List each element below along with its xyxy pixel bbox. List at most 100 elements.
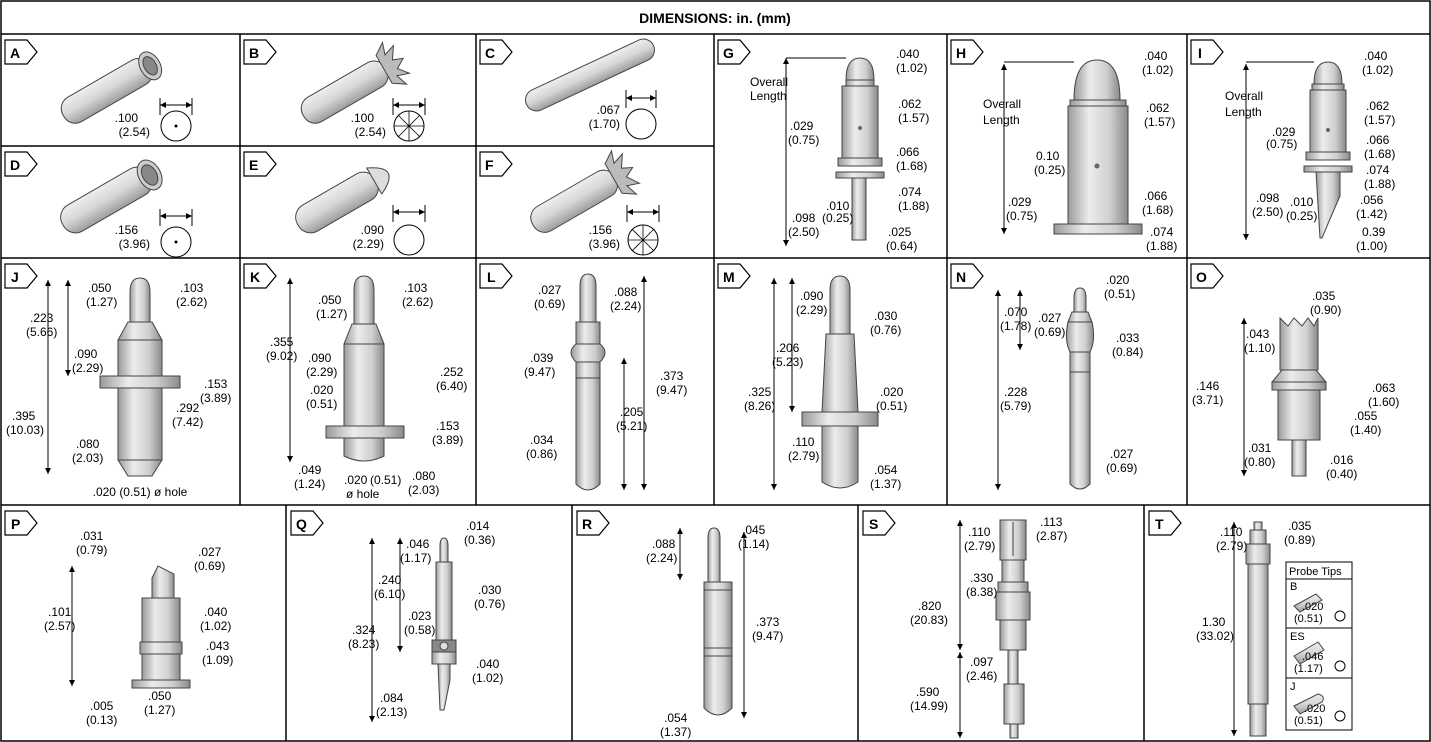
- dim-k-j1: .080: [412, 469, 436, 483]
- dim-i-f2: (2.50): [1252, 205, 1283, 219]
- dim-o-f2: (0.80): [1244, 455, 1275, 469]
- panel-e-tag: [243, 151, 277, 177]
- dim-m-g2: (1.37): [870, 477, 901, 491]
- dim-t-c1: 1.30: [1202, 615, 1226, 629]
- dim-s-b2: (2.87): [1036, 529, 1067, 543]
- dim-r-b1: .045: [742, 523, 766, 537]
- dim-o-d1: .063: [1372, 381, 1396, 395]
- dim-l-f2: (0.86): [526, 447, 557, 461]
- dim-h-f1: .074: [1150, 225, 1174, 239]
- dim-g-c2: (0.75): [788, 133, 819, 147]
- dim-j-h1: .080: [76, 437, 100, 451]
- dim-h-b2: (1.57): [1144, 115, 1175, 129]
- panel-c-tag: [479, 39, 513, 65]
- tip-c-drawing: [525, 38, 655, 112]
- dim-t-b1: .035: [1288, 519, 1312, 533]
- dim-g-overall-1: Overall: [750, 75, 788, 89]
- dim-m-b1: .030: [874, 309, 898, 323]
- probe-h-drawing: [1053, 59, 1143, 235]
- dim-q-d1: .030: [478, 583, 502, 597]
- dim-s-c1: .330: [970, 571, 994, 585]
- dim-g-a2: (1.02): [896, 61, 927, 75]
- dim-r-b2: (1.14): [738, 537, 769, 551]
- dim-h-overall-2: Length: [983, 113, 1020, 127]
- panel-d-tag: [4, 151, 38, 177]
- probe-k-drawing: [325, 275, 405, 462]
- dim-e-in: .090: [361, 223, 385, 237]
- panel-s: S .110 (2.79) .113 (2.87) .330 (8.38) .8…: [862, 510, 1067, 739]
- dim-o-g2: (0.40): [1326, 467, 1357, 481]
- dim-j-g2: (7.42): [172, 415, 203, 429]
- dim-i-i2: (1.00): [1356, 239, 1387, 253]
- dim-d-in: .156: [115, 223, 139, 237]
- panel-d: D .156 (3.96): [4, 151, 193, 258]
- dim-o-c2: (3.71): [1192, 393, 1223, 407]
- dim-i-e1: .074: [1366, 163, 1390, 177]
- dim-i-b2: (1.57): [1364, 113, 1395, 127]
- dim-r-d1: .054: [664, 711, 688, 725]
- dim-n-d1: .033: [1116, 331, 1140, 345]
- panel-j: J .050 (1.27) .103 (2.62) .223 (5.66) .0…: [4, 263, 231, 499]
- dim-i-g2: (0.25): [1286, 209, 1317, 223]
- tip-b-drawing: [300, 41, 412, 124]
- dim-j-e2: (3.89): [200, 391, 231, 405]
- panel-q: Q .014 (0.36) .046 (1.17) .240 (6.10) .0…: [290, 510, 505, 722]
- dim-k-f1: .020: [310, 383, 334, 397]
- panel-n-tag: [950, 263, 984, 289]
- dim-l-c2: (9.47): [524, 365, 555, 379]
- dim-o-g1: .016: [1330, 453, 1354, 467]
- dim-q-h1: .084: [380, 691, 404, 705]
- dim-j-f2: (10.03): [6, 423, 44, 437]
- dim-g-h2: (0.64): [886, 239, 917, 253]
- dim-n-a2: (0.51): [1104, 287, 1135, 301]
- dim-n-a1: .020: [1106, 273, 1130, 287]
- dim-o-a2: (0.90): [1310, 303, 1341, 317]
- dim-h-a1: .040: [1144, 49, 1168, 63]
- dim-m-e1: .020: [880, 385, 904, 399]
- panel-p-label: P: [11, 516, 20, 532]
- dim-g-b1: .062: [898, 97, 922, 111]
- dim-t-b2: (0.89): [1284, 533, 1315, 547]
- dim-k-h1: .049: [298, 463, 322, 477]
- dim-l-c1: .039: [530, 351, 554, 365]
- tip-b-name: B: [1290, 581, 1297, 593]
- panel-e-label: E: [249, 157, 258, 173]
- dim-h-d1: .029: [1008, 195, 1032, 209]
- dim-i-d1: .066: [1366, 133, 1390, 147]
- dim-s-c2: (8.38): [966, 585, 997, 599]
- panel-o-label: O: [1196, 269, 1207, 285]
- dim-q-e2: (0.58): [404, 623, 435, 637]
- panel-d-label: D: [10, 157, 20, 173]
- dim-i-a2: (1.02): [1362, 63, 1393, 77]
- dim-l-e2: (5.21): [616, 419, 647, 433]
- dim-t-a2: (2.79): [1216, 539, 1247, 553]
- dim-n-f2: (0.69): [1106, 461, 1137, 475]
- dim-r-c2: (9.47): [752, 629, 783, 643]
- dim-q-a1: .014: [466, 519, 490, 533]
- dim-q-a2: (0.36): [464, 533, 495, 547]
- dim-k-b1: .103: [404, 281, 428, 295]
- dim-r-c1: .373: [756, 615, 780, 629]
- dim-j-b1: .103: [180, 281, 204, 295]
- dim-q-b1: .046: [406, 537, 430, 551]
- dim-o-a1: .035: [1312, 289, 1336, 303]
- dim-j-c1: .223: [30, 311, 54, 325]
- panel-j-tag: [4, 263, 38, 289]
- dim-q-g1: .040: [476, 657, 500, 671]
- dim-g-g1: .098: [792, 211, 816, 225]
- panel-h-label: H: [956, 45, 966, 61]
- panel-p-tag: [4, 510, 38, 536]
- dim-l-d1: .373: [660, 369, 684, 383]
- panel-b-tag: [243, 39, 277, 65]
- panel-i-tag: [1190, 39, 1224, 65]
- dim-i-e2: (1.88): [1364, 177, 1395, 191]
- dim-g-e2: (1.88): [898, 199, 929, 213]
- dim-j-e1: .153: [204, 377, 228, 391]
- panel-k-label: K: [250, 269, 260, 285]
- dim-k-i1: .020: [344, 473, 368, 487]
- dim-f-mm: (3.96): [589, 237, 620, 251]
- dim-m-c2: (5.23): [772, 355, 803, 369]
- tip-es-in: .046: [1302, 651, 1323, 663]
- dim-n-c1: .027: [1038, 311, 1062, 325]
- dim-i-d2: (1.68): [1364, 147, 1395, 161]
